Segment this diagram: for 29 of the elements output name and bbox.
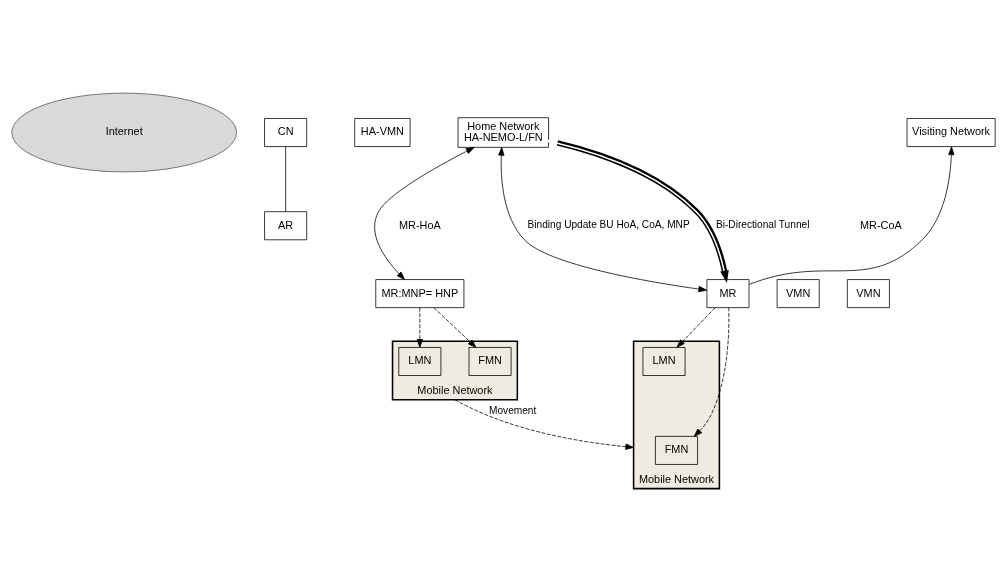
node-box: FMN — [468, 346, 512, 376]
node-box: LMN — [642, 346, 686, 376]
arrow — [374, 146, 475, 280]
arrow — [416, 306, 423, 348]
node-box: CN — [264, 117, 308, 147]
arrow — [749, 146, 955, 285]
edge-label: Binding Update BU HoA, CoA, MNP — [527, 218, 690, 230]
arrow — [545, 138, 729, 283]
connector — [285, 145, 287, 212]
node-box: LMN — [398, 346, 442, 376]
arrow — [498, 146, 707, 292]
node-box: MR — [706, 278, 750, 308]
arrow — [433, 306, 477, 348]
node-box: VMN — [846, 278, 890, 308]
node-box: VMN — [776, 278, 820, 308]
node-box: MR:MNP= HNP — [375, 278, 465, 308]
node-box: AR — [264, 210, 308, 240]
node-box: FMN — [655, 435, 698, 465]
arrow — [676, 306, 716, 348]
label: MR-CoA — [859, 218, 902, 231]
node-box: HA-VMN — [354, 117, 411, 147]
node-box: Home Network HA-NEMO-L/FN — [457, 116, 549, 148]
edge-label: Movement — [489, 404, 537, 416]
edge-label: Bi-Directional Tunnel — [715, 218, 810, 230]
label: MR-HoA — [398, 218, 441, 231]
node-box: Visiting Network — [906, 117, 996, 147]
arrow — [693, 306, 730, 437]
node-ellipse: Internet — [11, 92, 237, 172]
arrow — [454, 398, 634, 450]
